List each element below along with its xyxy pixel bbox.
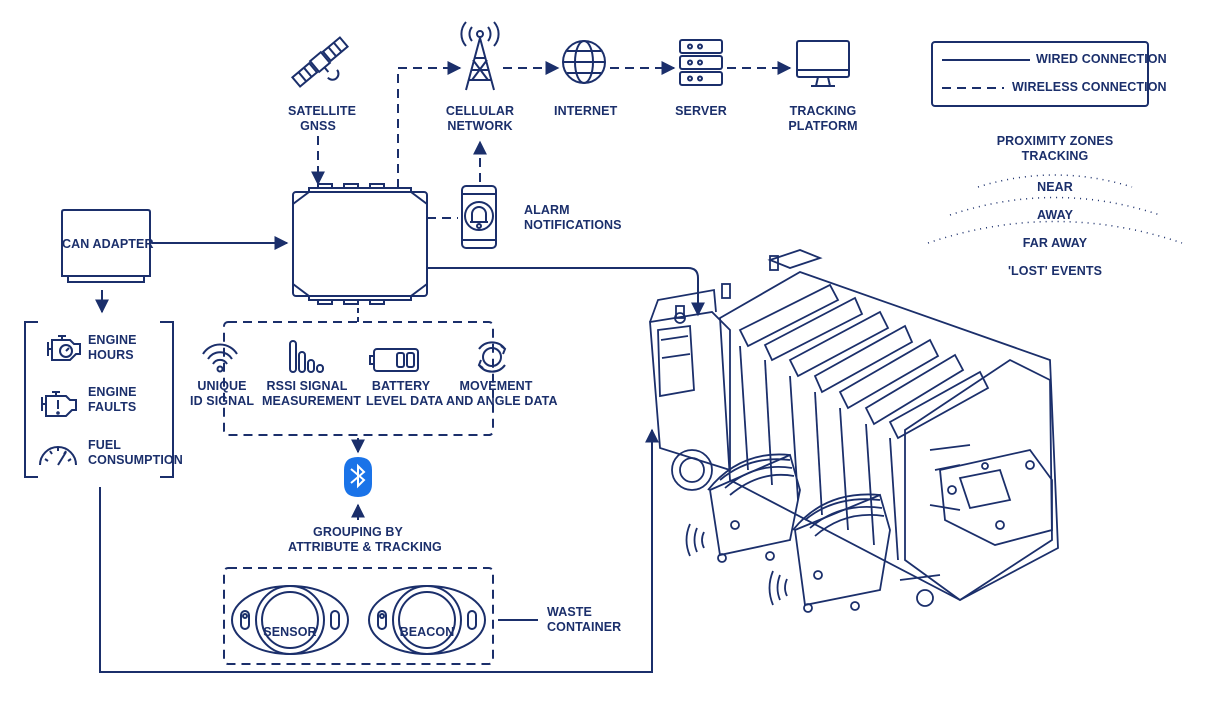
server-icon — [679, 39, 723, 86]
beacon-device — [368, 585, 486, 655]
zone-near: NEAR — [1037, 180, 1073, 194]
rotation-icon — [477, 341, 507, 373]
proximity-arcs — [927, 174, 1183, 244]
tracker-device — [292, 183, 428, 305]
can-adapter-label: CAN ADAPTER — [62, 237, 154, 251]
bluetooth-icon — [344, 456, 372, 498]
legend-wireless-label: WIRELESS CONNECTION — [1012, 80, 1167, 94]
engine-icon — [47, 335, 81, 361]
cell-tower-icon — [460, 21, 500, 91]
monitor-icon — [796, 40, 850, 87]
garbage-truck-icon — [649, 249, 1059, 613]
beacon-label: BEACON — [399, 625, 455, 639]
zone-far-away: FAR AWAY — [1022, 236, 1088, 250]
zone-lost-events: 'LOST' EVENTS — [1007, 264, 1103, 278]
phone-bell-icon — [461, 185, 497, 249]
satellite-icon — [290, 36, 350, 88]
legend-wired-label: WIRED CONNECTION — [1036, 52, 1167, 66]
sensor-device — [231, 585, 349, 655]
sensor-label: SENSOR — [263, 625, 317, 639]
beacon-data-box — [223, 321, 494, 436]
engine-fault-icon — [41, 391, 77, 417]
gauge-icon — [39, 446, 77, 466]
battery-icon — [369, 348, 419, 372]
internet-label: INTERNET — [554, 104, 618, 118]
can-adapter-box — [61, 209, 151, 283]
globe-icon — [562, 40, 606, 84]
legend-box — [931, 41, 1149, 107]
server-label: SERVER — [675, 104, 727, 118]
zone-away: AWAY — [1036, 208, 1074, 222]
vehicle-data-bracket — [24, 321, 174, 478]
signal-bars-icon — [289, 340, 324, 373]
wifi-icon — [202, 343, 238, 373]
